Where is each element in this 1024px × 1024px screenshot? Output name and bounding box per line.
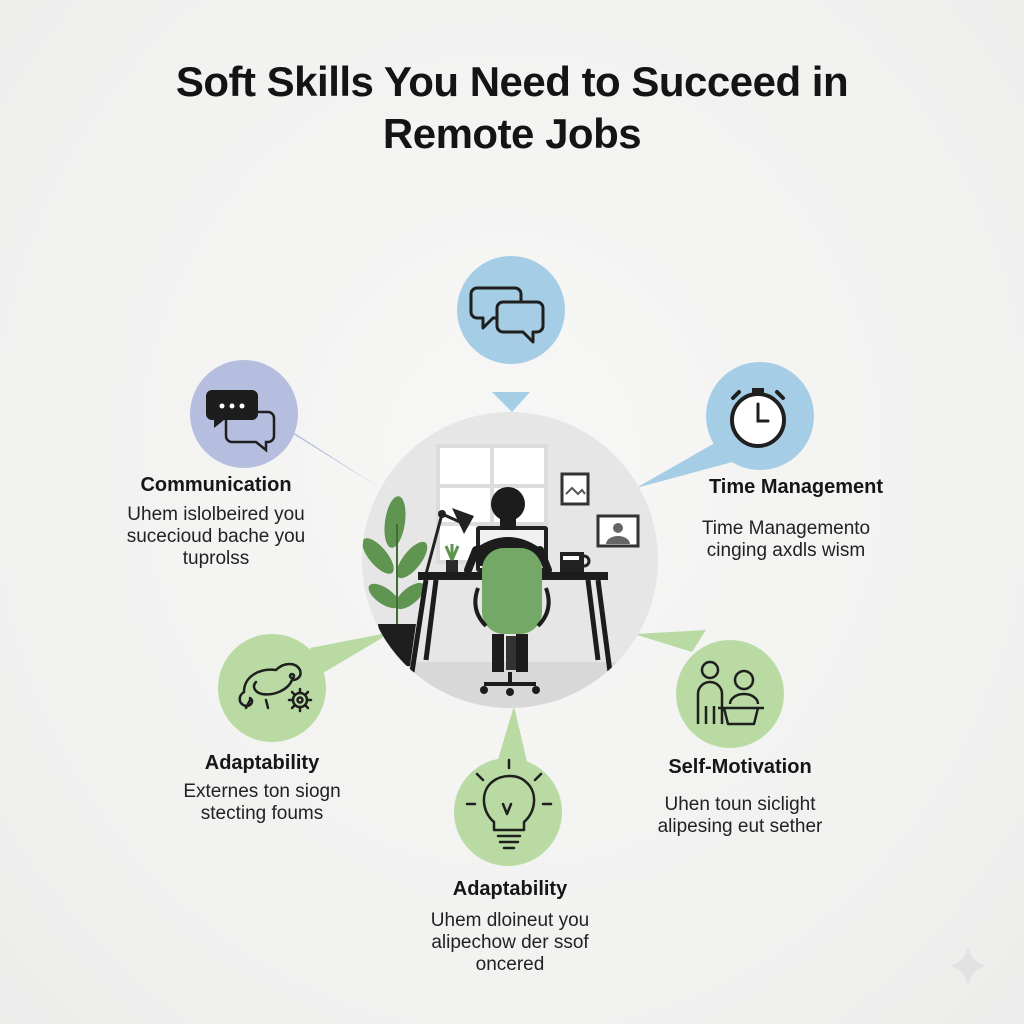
- desc-self-motivation-1: Uhen toun siclight: [664, 794, 816, 815]
- desc-adaptability-bottom-1: Uhem dloineut you: [430, 910, 590, 931]
- people-desk-icon: [696, 660, 764, 726]
- label-self-motivation: Self-Motivation: [668, 756, 812, 778]
- chair-back: [482, 548, 542, 634]
- page-title: Soft Skills You Need to Succeed in: [175, 58, 849, 105]
- page-title-line-2: Remote Jobs: [382, 110, 642, 157]
- chat-bubbles-icon: [206, 390, 276, 453]
- lightbulb-icon: [465, 758, 553, 850]
- desc-communication-2: sucecioud bache you: [126, 526, 306, 547]
- desc-self-motivation-2: alipesing eut sether: [657, 816, 823, 837]
- label-time-management: Time Management: [708, 476, 884, 498]
- desc-time-management-2: cinging axdls wism: [706, 540, 866, 561]
- bubble-adaptability-left: [218, 634, 326, 742]
- desc-communication-1: Uhem islolbeired you: [127, 504, 305, 525]
- label-adaptability-bottom: Adaptability: [452, 878, 568, 900]
- connector-adaptability-bottom: [496, 706, 528, 766]
- connector-adaptability-left: [310, 632, 392, 676]
- desc-adaptability-bottom-3: oncered: [475, 954, 545, 975]
- center-illustration: [362, 412, 658, 708]
- connector-time-management: [636, 440, 740, 488]
- connector-self-motivation: [634, 630, 706, 652]
- label-adaptability-left: Adaptability: [204, 752, 320, 774]
- speech-bubbles-icon: [469, 286, 545, 344]
- desc-adaptability-bottom-2: alipechow der ssof: [431, 932, 589, 953]
- label-communication: Communication: [140, 474, 292, 496]
- desc-adaptability-left-1: Externes ton siogn: [183, 781, 341, 802]
- desc-time-management-1: Time Managemento: [701, 518, 871, 539]
- bubble-self-motivation: [676, 640, 784, 748]
- sparkle-icon: [950, 946, 986, 986]
- stopwatch-icon: [730, 388, 786, 448]
- chameleon-gear-icon: [238, 662, 313, 713]
- desc-adaptability-left-2: stecting foums: [200, 803, 324, 824]
- desc-communication-3: tuprolss: [182, 548, 250, 569]
- plant-pot: [378, 624, 416, 666]
- wall-picture-1: [560, 472, 590, 506]
- connector-top: [492, 392, 530, 412]
